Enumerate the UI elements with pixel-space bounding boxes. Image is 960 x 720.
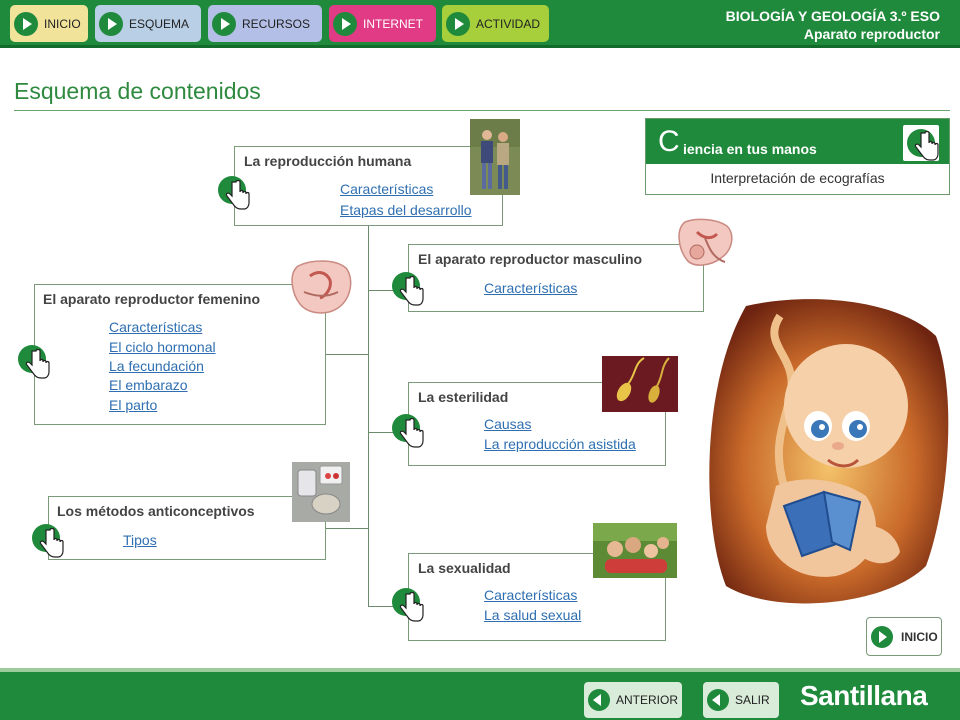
nav-label: RECURSOS <box>242 16 311 31</box>
nav-label: INTERNET <box>363 16 423 31</box>
inicio-return-button[interactable]: INICIO <box>866 617 942 656</box>
header-bar: INICIO ESQUEMA RECURSOS INTERNET ACTIVID… <box>0 0 960 48</box>
pointer-hand-icon <box>399 276 424 306</box>
femenino-hand-button[interactable] <box>18 345 52 379</box>
inicio-return-label: INICIO <box>901 629 938 644</box>
femenino-link-ciclo[interactable]: El ciclo hormonal <box>109 339 216 355</box>
pointer-hand-icon <box>225 180 250 210</box>
masculino-hand-button[interactable] <box>392 272 426 306</box>
sexualidad-link-salud[interactable]: La salud sexual <box>484 607 582 623</box>
contraceptives-photo <box>292 462 350 522</box>
nav-label: INICIO <box>44 16 81 31</box>
masculino-link-caracteristicas[interactable]: Características <box>484 280 578 296</box>
salir-label: SALIR <box>735 693 770 707</box>
esterilidad-link-asistida[interactable]: La reproducción asistida <box>484 436 636 452</box>
play-arrow-icon <box>446 11 470 36</box>
salir-button[interactable]: SALIR <box>703 682 779 718</box>
masculino-title: El aparato reproductor masculino <box>418 251 643 267</box>
connector-line <box>368 225 369 607</box>
title-divider <box>14 110 950 111</box>
fetus-reading-illustration <box>706 296 950 608</box>
sperm-cells-photo <box>602 356 678 412</box>
nav-internet-button[interactable]: INTERNET <box>329 5 436 42</box>
pointer-hand-icon <box>914 131 939 161</box>
nav-recursos-button[interactable]: RECURSOS <box>208 5 322 42</box>
connector-line <box>368 290 408 291</box>
nav-esquema-button[interactable]: ESQUEMA <box>95 5 201 42</box>
ciencia-subtitle: Interpretación de ecografías <box>710 170 885 186</box>
back-arrow-icon <box>707 689 729 711</box>
connector-line <box>368 432 408 433</box>
femenino-link-embarazo[interactable]: El embarazo <box>109 377 188 393</box>
femenino-box <box>34 284 326 425</box>
ciencia-header: C iencia en tus manos <box>646 119 949 164</box>
couple-photo <box>470 119 520 195</box>
nav-actividad-button[interactable]: ACTIVIDAD <box>442 5 549 42</box>
esterilidad-title: La esterilidad <box>418 389 509 405</box>
santillana-logo: Santillana <box>800 680 928 711</box>
ciencia-title: iencia en tus manos <box>683 141 817 157</box>
connector-line <box>368 606 408 607</box>
ciencia-hand-button[interactable] <box>903 125 939 161</box>
pointer-hand-icon <box>399 592 424 622</box>
sexualidad-link-caracteristicas[interactable]: Características <box>484 587 578 603</box>
reproduccion-title: La reproducción humana <box>244 153 412 169</box>
ciencia-panel: C iencia en tus manos Interpretación de … <box>645 118 950 195</box>
sexualidad-hand-button[interactable] <box>392 588 426 622</box>
pointer-hand-icon <box>399 418 424 448</box>
reproduccion-link-caracteristicas[interactable]: Características <box>340 181 434 197</box>
anterior-button[interactable]: ANTERIOR <box>584 682 682 718</box>
header-title: BIOLOGÍA Y GEOLOGÍA 3.º ESO Aparato repr… <box>726 7 940 43</box>
femenino-title: El aparato reproductor femenino <box>43 291 261 307</box>
play-arrow-icon <box>14 11 38 36</box>
play-arrow-icon <box>99 11 123 36</box>
page-title: Esquema de contenidos <box>14 78 261 104</box>
connector-line <box>326 354 368 355</box>
connector-line <box>326 528 368 529</box>
femenino-link-parto[interactable]: El parto <box>109 397 158 413</box>
play-arrow-icon <box>333 11 357 36</box>
femenino-link-fecundacion[interactable]: La fecundación <box>109 358 204 374</box>
footer-bar: ANTERIOR SALIR Santillana <box>0 668 960 720</box>
play-arrow-icon <box>212 11 236 36</box>
reproduccion-hand-button[interactable] <box>218 176 252 210</box>
sexualidad-title: La sexualidad <box>418 560 511 576</box>
esterilidad-link-causas[interactable]: Causas <box>484 416 532 432</box>
anterior-label: ANTERIOR <box>616 693 679 707</box>
nav-label: ACTIVIDAD <box>476 16 541 31</box>
nav-inicio-button[interactable]: INICIO <box>10 5 88 42</box>
topic-label: Aparato reproductor <box>803 26 940 42</box>
play-arrow-icon <box>871 625 893 648</box>
female-anatomy-illustration <box>290 258 354 316</box>
esterilidad-hand-button[interactable] <box>392 414 426 448</box>
anticonceptivos-link-tipos[interactable]: Tipos <box>123 532 157 548</box>
femenino-link-caracteristicas[interactable]: Características <box>109 319 203 335</box>
family-photo <box>593 523 677 578</box>
ciencia-initial: C <box>658 125 680 158</box>
reproduccion-link-etapas[interactable]: Etapas del desarrollo <box>340 202 472 218</box>
male-anatomy-illustration <box>675 218 737 272</box>
back-arrow-icon <box>588 689 610 711</box>
anticonceptivos-title: Los métodos anticonceptivos <box>57 503 255 519</box>
pointer-hand-icon <box>39 528 64 558</box>
anticonceptivos-hand-button[interactable] <box>32 524 66 558</box>
pointer-hand-icon <box>25 349 50 379</box>
subject-label: BIOLOGÍA Y GEOLOGÍA 3.º ESO <box>725 8 940 24</box>
nav-label: ESQUEMA <box>129 16 190 31</box>
